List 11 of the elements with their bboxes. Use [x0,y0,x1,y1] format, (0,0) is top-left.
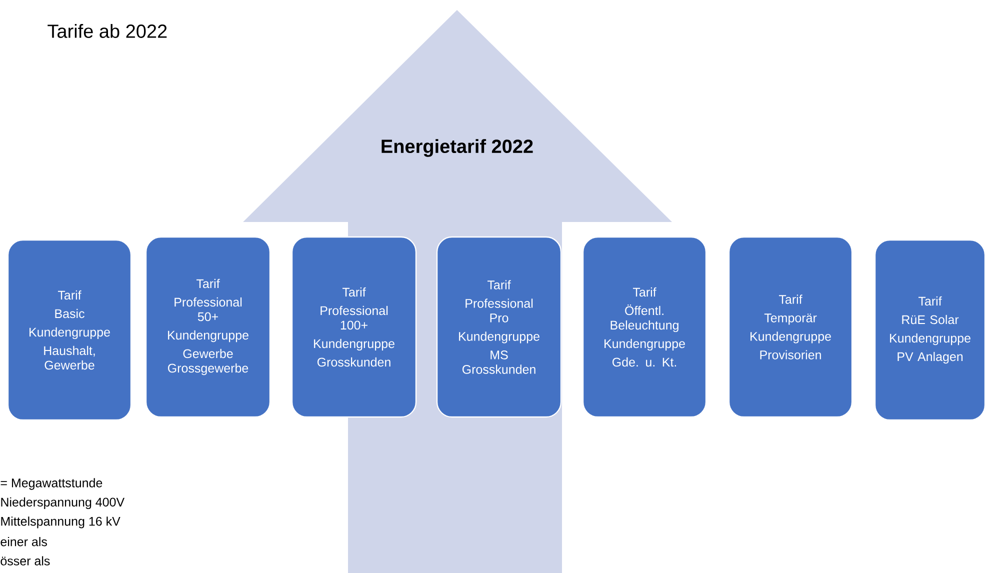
tariff-box: Tarif Professional 50+ Kundengruppe Gewerbe Grossgewerbe [145,236,271,418]
legend-text: össer als [0,556,50,566]
legend-text: einer als [0,537,47,546]
tariff-box: Tarif RüE Solar Kundengruppe PV Anlagen [874,239,986,421]
legend-text: Mittelspannung 16 kV [1,516,120,528]
tariff-box: Tarif Öffentl. Beleuchtung Kundengruppe Gde. u. Kt. [582,236,707,418]
tariff-box: Tarif Temporär Kundengruppe Provisorien [728,236,853,418]
legend-text: Niederspannung 400V [1,497,124,510]
legend-text: = Megawattstunde [0,478,102,490]
title: Tarife ab 2022 [48,24,167,38]
tariff-box: Tarif Basic Kundengruppe Haushalt, Gewerbe [7,239,132,421]
